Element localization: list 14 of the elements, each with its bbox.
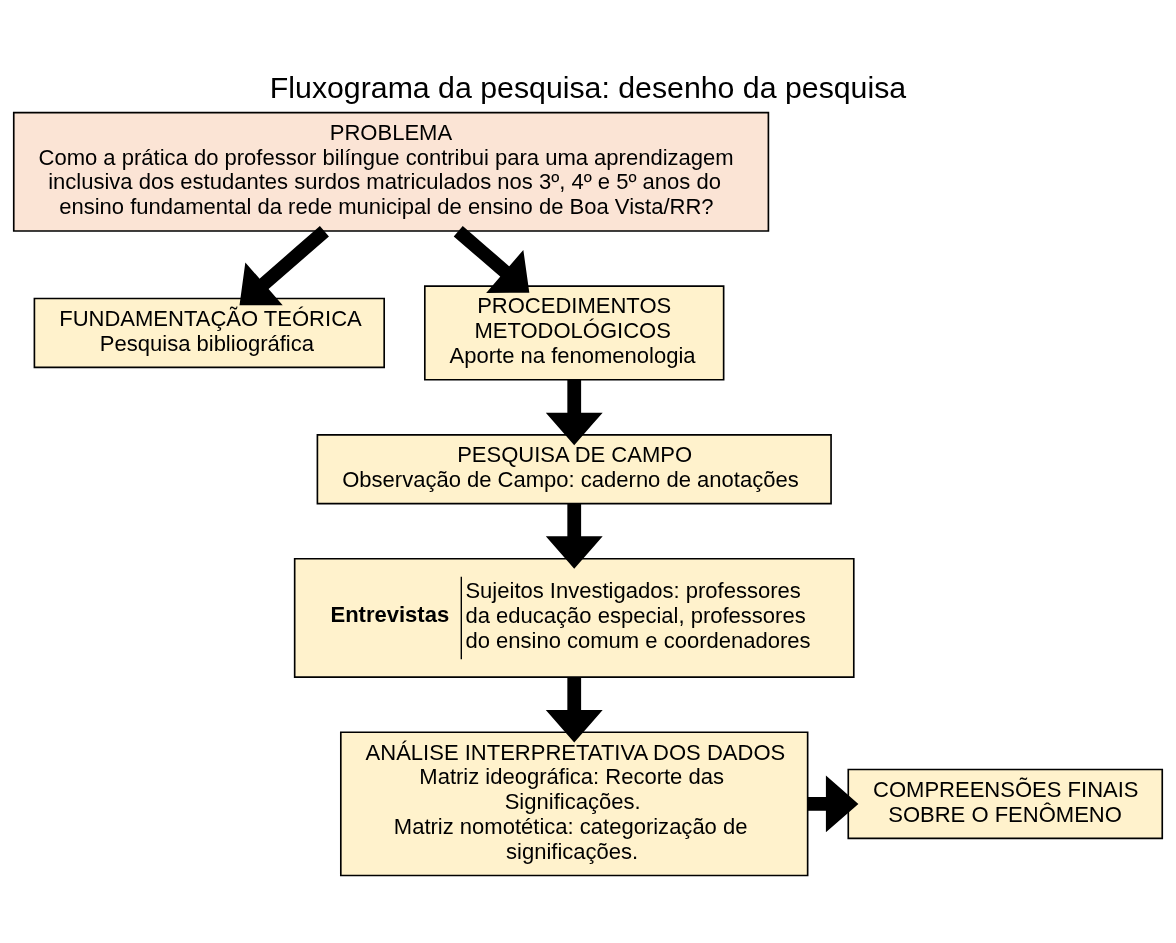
node-box: PROBLEMA Como a prática do professor bilíngue contribui para uma aprendizagem inclusiva dos estudantes surdos matriculados nos 3º, 4º e 5º anos do ensino fundamental da rede municipal de ensino de Boa Vista/RR?	[12, 111, 770, 232]
node-box: COMPREENSÕES FINAIS SOBRE O FENÔMENO	[847, 768, 1164, 839]
diagram-title: Fluxograma da pesquisa: desenho da pesquisa	[269, 70, 907, 104]
arrow	[453, 225, 530, 293]
arrow	[239, 225, 329, 305]
arrow	[545, 503, 603, 569]
node-box: Entrevistas Sujeitos Investigados: professores da educação especial, professores do ensino comum e coordenadores	[293, 557, 855, 678]
arrow	[807, 774, 859, 832]
arrow	[545, 379, 603, 445]
arrow	[545, 676, 603, 743]
node-box: PESQUISA DE CAMPO Observação de Campo: caderno de anotações	[316, 433, 832, 504]
node-box: FUNDAMENTAÇÃO TEÓRICA Pesquisa bibliográfica	[33, 297, 385, 368]
node-box: ANÁLISE INTERPRETATIVA DOS DADOS Matriz ideográfica: Recorte das Significações. Matriz nomotética: categorização de significações.	[340, 730, 809, 876]
node-box: PROCEDIMENTOS METODOLÓGICOS Aporte na fenomenologia	[424, 284, 725, 381]
